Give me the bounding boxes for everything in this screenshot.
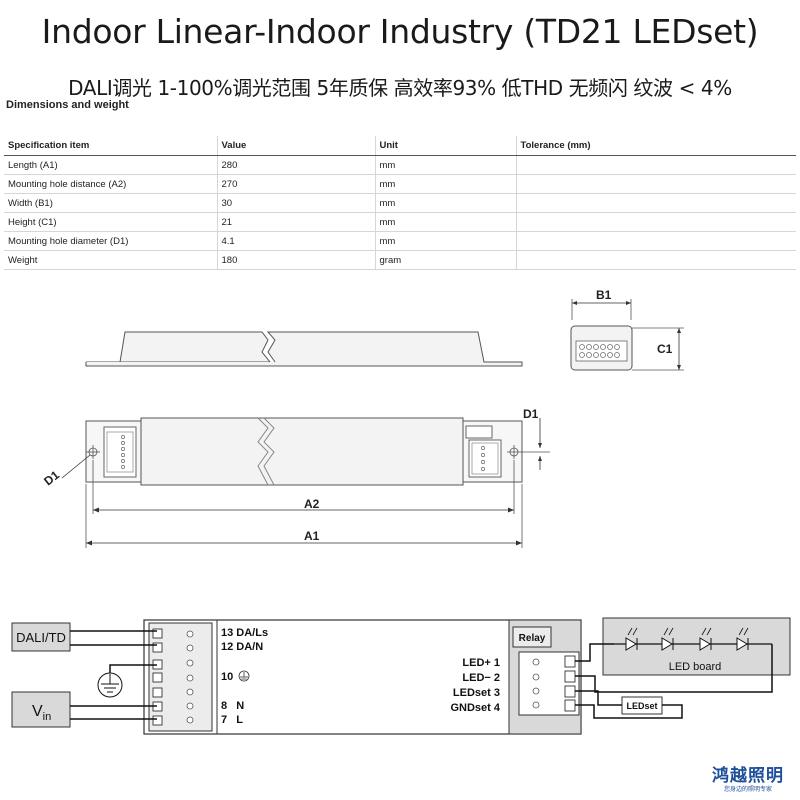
vin-source-box [11, 691, 71, 728]
output-ledset-label: LEDset 3 [453, 687, 500, 699]
output-led-minus-label: LED− 2 [462, 672, 500, 684]
cell-value: 30 [216, 193, 375, 213]
light-emission-icon [627, 627, 749, 636]
terminal-7-label: 7 L [221, 714, 243, 726]
terminal-13-label: 13 DA/Ls [221, 627, 268, 639]
section-heading: Dimensions and weight [6, 99, 129, 111]
led-board [602, 617, 791, 676]
table-row: Weight 180 gram [4, 250, 796, 270]
spec-table: Specification item Value Unit Tolerance … [4, 136, 796, 270]
dim-a2-label: A2 [304, 497, 320, 511]
dali-label: DALI/TD [16, 630, 66, 645]
cell-tolerance [515, 155, 796, 175]
relay-box [512, 626, 552, 648]
cell-unit: mm [374, 155, 516, 175]
cell-tolerance [515, 250, 796, 270]
terminal-12-label: 12 DA/N [221, 641, 263, 653]
cell-value: 180 [216, 250, 375, 270]
brand-logo: 鸿越照明 您身边的照明专家 [700, 766, 796, 794]
output-led-plus-label: LED+ 1 [462, 657, 500, 669]
cell-value: 280 [216, 155, 375, 175]
cell-unit: mm [374, 231, 516, 251]
dim-c1-label: C1 [657, 342, 673, 356]
mounting-hole-left [86, 445, 100, 459]
cell-unit: mm [374, 212, 516, 232]
side-view [85, 331, 523, 367]
dim-a1-label: A1 [304, 529, 320, 543]
cell-item: Height (C1) [4, 212, 217, 232]
cell-item: Mounting hole diameter (D1) [4, 231, 217, 251]
relay-label: Relay [519, 633, 546, 644]
cell-item: Length (A1) [4, 155, 217, 175]
end-view [570, 299, 684, 371]
led-diode-icon [625, 637, 638, 651]
cell-item: Width (B1) [4, 193, 217, 213]
column-header: Specification item [4, 136, 217, 156]
earth-ground-icon [97, 672, 123, 698]
cell-tolerance [515, 174, 796, 194]
column-header: Tolerance (mm) [515, 136, 796, 156]
cell-tolerance [515, 231, 796, 251]
table-row: Width (B1) 30 mm [4, 193, 796, 213]
cell-value: 270 [216, 174, 375, 194]
ground-icon-small [238, 670, 250, 682]
page-subtitle: DALI调光 1-100%调光范围 5年质保 高效率93% 低THD 无频闪 纹… [68, 76, 732, 100]
brand-logo-text: 鸿越照明 [712, 766, 784, 786]
column-header: Unit [374, 136, 516, 156]
dim-d1-left-label: D1 [41, 468, 62, 489]
dim-b1-label: B1 [596, 288, 612, 302]
table-header-row: Specification item Value Unit Tolerance … [4, 136, 796, 156]
table-row: Mounting hole diameter (D1) 4.1 mm [4, 231, 796, 251]
table-row: Length (A1) 280 mm [4, 155, 796, 175]
cell-unit: gram [374, 250, 516, 270]
cell-value: 21 [216, 212, 375, 232]
column-header: Value [216, 136, 375, 156]
table-row: Height (C1) 21 mm [4, 212, 796, 232]
led-diode-icon [699, 637, 712, 651]
cell-tolerance [515, 212, 796, 232]
mechanical-drawing: B1 C1 D1 D1 A2 A1 [41, 288, 684, 548]
led-board-label: LED board [669, 661, 722, 673]
wiring-diagram: 13 DA/Ls 12 DA/N 10 8 N 7 L LED+ 1 LED− … [11, 617, 791, 735]
terminal-10-label: 10 [221, 671, 233, 683]
vin-label: Vin [32, 703, 51, 723]
cell-unit: mm [374, 193, 516, 213]
cell-tolerance [515, 193, 796, 213]
brand-logo-tagline: 您身边的照明专家 [723, 786, 772, 793]
dali-source-box [11, 622, 71, 652]
cell-unit: mm [374, 174, 516, 194]
output-gndset-label: GNDset 4 [450, 702, 500, 714]
cell-item: Weight [4, 250, 217, 270]
cell-value: 4.1 [216, 231, 375, 251]
cell-item: Mounting hole distance (A2) [4, 174, 217, 194]
dim-d1-top-label: D1 [523, 407, 539, 421]
top-view [85, 417, 523, 486]
table-row: Mounting hole distance (A2) 270 mm [4, 174, 796, 194]
led-diode-icon [661, 637, 674, 651]
terminal-8-label: 8 N [221, 700, 244, 712]
mounting-hole-right [507, 445, 550, 459]
led-diode-icon [736, 637, 749, 651]
ledset-box-label: LEDset [626, 701, 657, 711]
page-title: Indoor Linear-Indoor Industry (TD21 LEDs… [41, 12, 759, 51]
